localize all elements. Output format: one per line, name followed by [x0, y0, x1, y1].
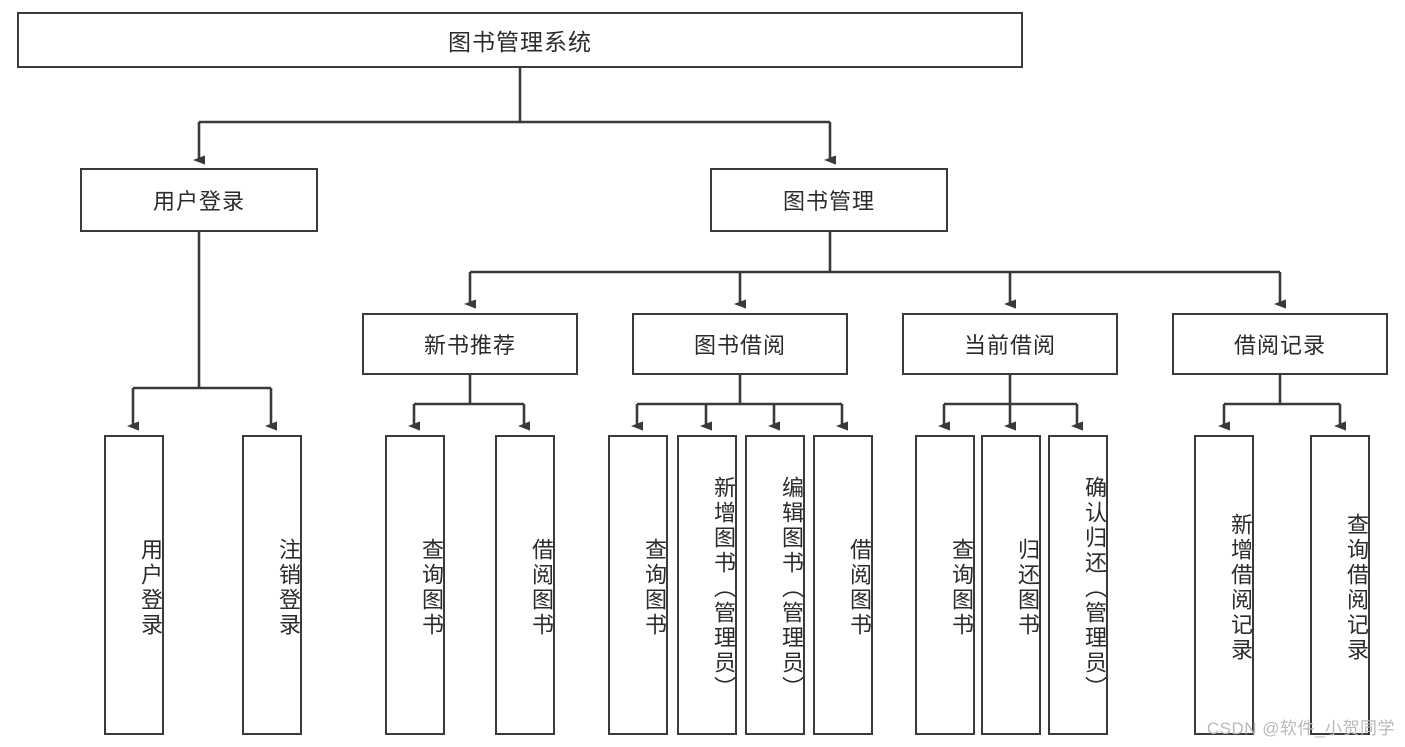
- node-new-book-recommend[interactable]: 新书推荐: [362, 313, 578, 375]
- leaf-user-login[interactable]: 用户登录: [104, 435, 164, 735]
- leaf-confirm-return[interactable]: 确认归还（管理员）: [1048, 435, 1108, 735]
- leaf-query-book-1[interactable]: 查询图书: [385, 435, 445, 735]
- leaf-query-book-3[interactable]: 查询图书: [915, 435, 975, 735]
- node-book-manage[interactable]: 图书管理: [710, 168, 948, 232]
- leaf-add-book[interactable]: 新增图书（管理员）: [677, 435, 737, 735]
- node-user-login[interactable]: 用户登录: [80, 168, 318, 232]
- node-current-borrow[interactable]: 当前借阅: [902, 313, 1118, 375]
- leaf-borrow-book-2[interactable]: 借阅图书: [813, 435, 873, 735]
- leaf-return-book[interactable]: 归还图书: [981, 435, 1041, 735]
- node-root-system[interactable]: 图书管理系统: [17, 12, 1023, 68]
- leaf-add-record[interactable]: 新增借阅记录: [1194, 435, 1254, 735]
- leaf-logout-login[interactable]: 注销登录: [242, 435, 302, 735]
- leaf-borrow-book-1[interactable]: 借阅图书: [495, 435, 555, 735]
- node-borrow-record[interactable]: 借阅记录: [1172, 313, 1388, 375]
- leaf-query-record[interactable]: 查询借阅记录: [1310, 435, 1370, 735]
- leaf-query-book-2[interactable]: 查询图书: [608, 435, 668, 735]
- node-book-borrow[interactable]: 图书借阅: [632, 313, 848, 375]
- leaf-edit-book[interactable]: 编辑图书（管理员）: [745, 435, 805, 735]
